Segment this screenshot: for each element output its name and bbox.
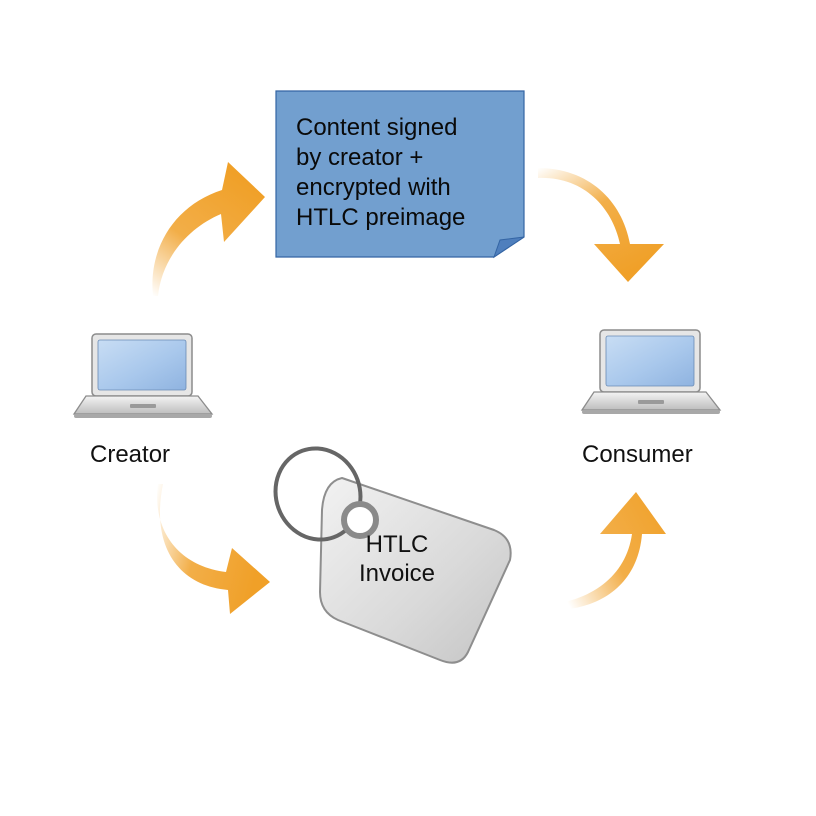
consumer-laptop-icon: [580, 329, 722, 414]
arrow-content-to-consumer: [538, 168, 664, 282]
consumer-label: Consumer: [582, 441, 693, 468]
note-folded-corner: [493, 236, 525, 259]
tag-line: Invoice: [358, 560, 436, 587]
creator-laptop-icon: [72, 333, 214, 418]
content-note: [275, 90, 525, 259]
invoice-tag-text: HTLC Invoice: [330, 530, 464, 588]
note-line: Content signed: [296, 114, 458, 141]
arrow-creator-to-invoice: [157, 484, 270, 614]
tag-string-loop: [273, 446, 363, 542]
arrow-invoice-to-consumer: [540, 492, 666, 611]
creator-label: Creator: [90, 441, 171, 468]
invoice-tag-icon: [273, 446, 512, 664]
tag-eyelet: [341, 501, 379, 539]
arrow-creator-to-content: [152, 162, 265, 296]
note-line: by creator +: [296, 144, 424, 171]
content-note-text: Content signed by creator + encrypted wi…: [296, 113, 522, 233]
note-line: HTLC preimage: [296, 204, 466, 231]
tag-line: HTLC: [365, 531, 429, 558]
note-line: encrypted with: [296, 174, 451, 201]
